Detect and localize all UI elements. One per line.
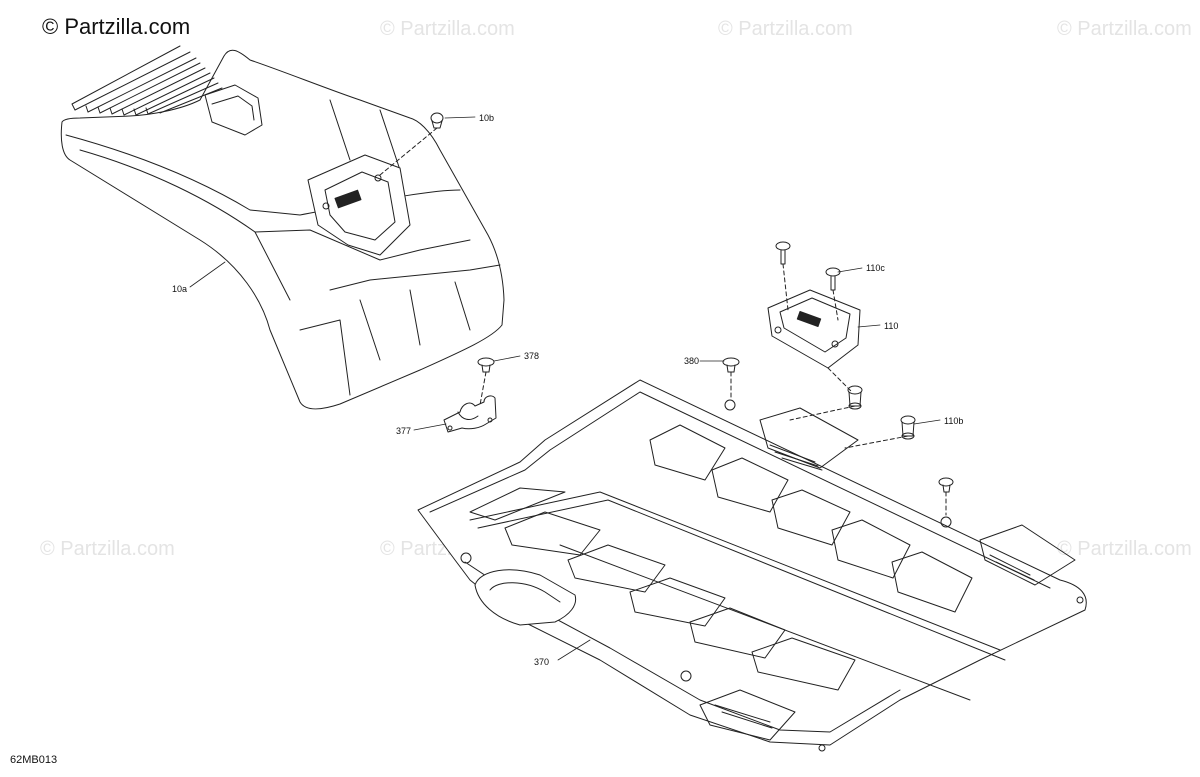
watermark-text: © Partzilla.com [1057, 538, 1192, 560]
assembly-lines [379, 127, 947, 516]
callout-label-10a: 10a [172, 284, 187, 294]
part-10a-front-cover[interactable] [60, 45, 505, 410]
part-378-screw[interactable] [477, 357, 495, 373]
watermark-text: © Partzilla.com [40, 538, 175, 560]
callout-label-378: 378 [524, 351, 539, 361]
part-10b-push-rivet[interactable] [430, 112, 444, 129]
watermark-text: © Partzilla.com [380, 18, 515, 40]
part-380-screw[interactable] [722, 357, 740, 373]
skid-plate-pad [504, 511, 856, 691]
callout-label-380: 380 [684, 356, 699, 366]
part-110-handle[interactable] [767, 289, 861, 369]
callout-label-110c: 110c [866, 263, 885, 273]
callout-label-10b: 10b [479, 113, 494, 123]
callout-label-110: 110 [884, 321, 898, 331]
watermark-text: © Partzilla.com [1057, 18, 1192, 40]
part-110b-nut-insert[interactable] [847, 385, 916, 440]
skid-plate-pad [649, 424, 973, 613]
part-377-clip[interactable] [443, 395, 497, 433]
brand-logo-text: © Partzilla.com [42, 14, 191, 39]
part-370-skid-plate[interactable] [417, 379, 1087, 752]
callout-leaders [189, 116, 941, 661]
callout-label-377: 377 [396, 426, 411, 436]
callout-label-110b: 110b [944, 416, 963, 426]
fastener-screw[interactable] [938, 477, 954, 493]
diagram-code: 62MB013 [10, 754, 58, 766]
callout-label-370: 370 [534, 657, 549, 667]
watermark-text: © Partzilla.com [718, 18, 853, 40]
part-110c-screw[interactable] [775, 241, 841, 291]
